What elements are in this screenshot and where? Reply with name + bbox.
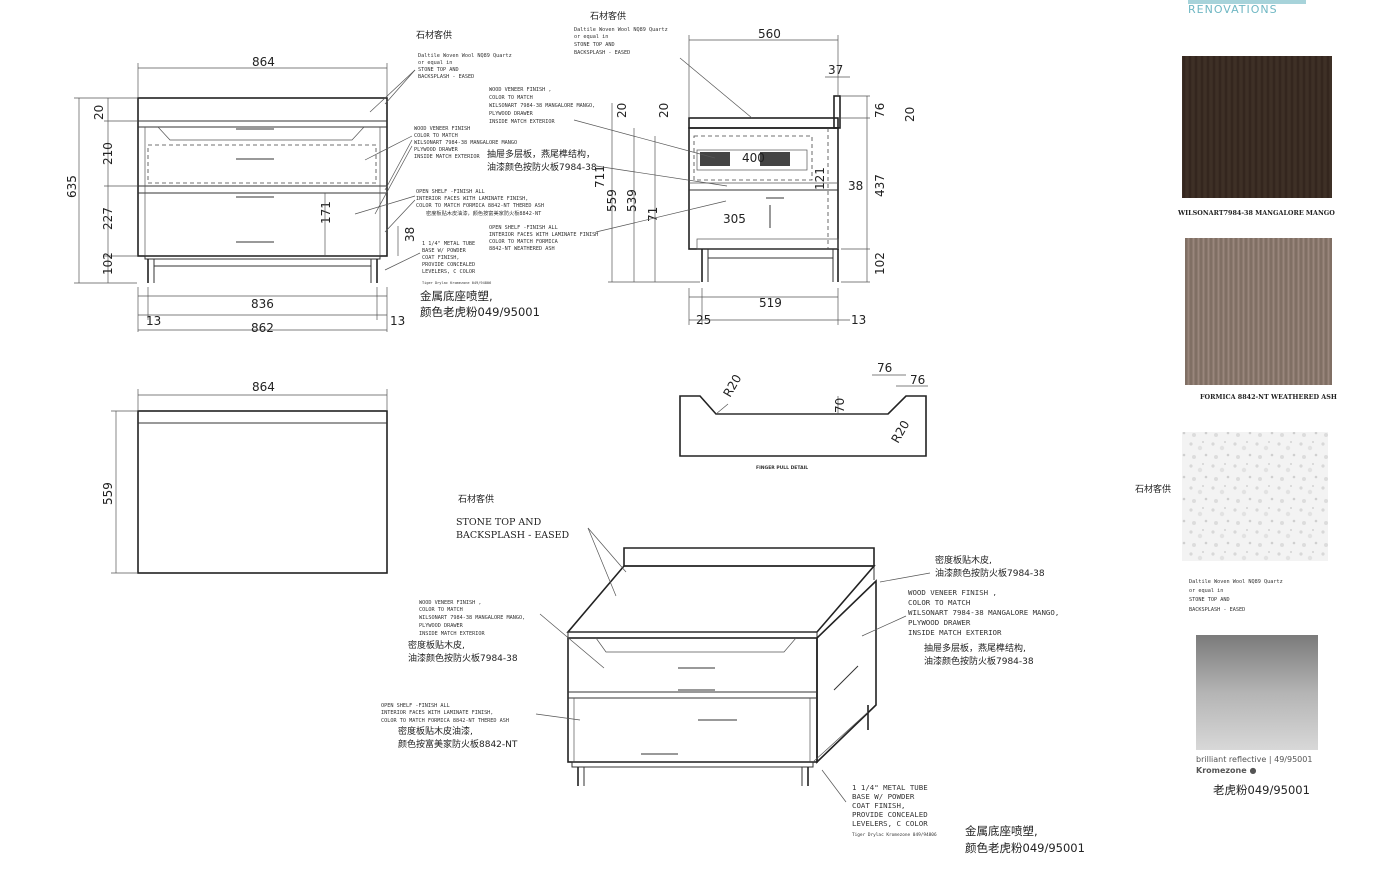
shelf-note-1: OPEN SHELF -FINISH ALL INTERIOR FACES WI… — [416, 189, 544, 209]
svg-text:560: 560 — [758, 27, 781, 41]
swatch-brand-1: brilliant reflective | 49/95001 — [1196, 755, 1312, 764]
svg-text:20: 20 — [657, 103, 671, 118]
svg-text:13: 13 — [390, 314, 405, 328]
front-view: 864 635 20 210 227 102 171 38 836 13 13 … — [65, 55, 421, 335]
svg-text:836: 836 — [251, 297, 274, 311]
isometric-notes: 石材客供 STONE TOP AND BACKSPLASH - EASED WO… — [381, 493, 1085, 855]
stone-note-1: Daltile Woven Wool NQ89 Quartz or equal … — [418, 53, 515, 80]
dim-front-width: 864 — [252, 55, 275, 69]
finger-pull-title: FINGER PULL DETAIL — [756, 465, 808, 471]
base-cn-2: 金属底座喷塑, 颜色老虎粉049/95001 — [965, 824, 1085, 855]
side-notes: 石材客供 Daltile Woven Wool NQ89 Quartz or e… — [487, 10, 671, 252]
svg-text:305: 305 — [723, 212, 746, 226]
svg-text:20: 20 — [903, 107, 917, 122]
svg-text:70: 70 — [833, 398, 847, 413]
svg-text:37: 37 — [828, 63, 843, 77]
swatch-label-3: Daltile Woven Wool NQ89 Quartz or equal … — [1189, 579, 1286, 613]
front-notes: 石材客供 Daltile Woven Wool NQ89 Quartz or e… — [414, 29, 544, 319]
wood-veneer-note-4: WOOD VENEER FINISH , COLOR TO MATCH WILS… — [908, 588, 1064, 637]
dim-front-height: 635 — [65, 175, 79, 198]
swatch-side-3: 石材客供 — [1135, 483, 1171, 495]
shelf-note-3: OPEN SHELF -FINISH ALL INTERIOR FACES WI… — [381, 703, 509, 724]
side-view: 560 37 76 20 437 102 20 711 559 539 20 7… — [573, 27, 917, 327]
top-view: 864 559 — [101, 380, 388, 574]
swatch-label-3-line-1: Daltile Woven Wool NQ89 Quartz — [1189, 579, 1283, 585]
swatch-chrome-powder — [1196, 635, 1318, 750]
svg-text:711: 711 — [593, 165, 607, 188]
svg-text:102: 102 — [101, 252, 115, 275]
stone-cn-label-2: 石材客供 — [590, 10, 626, 22]
shelf-cn-1: 密度板贴木皮油漆，颜色按富美家防火板8842-NT — [426, 209, 541, 217]
svg-text:121: 121 — [813, 167, 827, 190]
svg-text:210: 210 — [101, 142, 115, 165]
swatch-label-3-line-4: BACKSPLASH - EASED — [1189, 607, 1245, 613]
swatch-label-3-line-2: or equal in — [1189, 588, 1223, 594]
svg-text:171: 171 — [319, 201, 333, 224]
svg-text:13: 13 — [146, 314, 161, 328]
base-cn-1: 金属底座喷塑, 颜色老虎粉049/95001 — [420, 289, 540, 319]
svg-text:862: 862 — [251, 321, 274, 335]
base-note-2: 1 1/4" METAL TUBE BASE W/ POWDER COAT FI… — [852, 783, 937, 838]
svg-text:400: 400 — [742, 151, 765, 165]
wood-veneer-note-2: WOOD VENEER FINISH , COLOR TO MATCH WILS… — [489, 87, 598, 125]
swatch-weathered-ash — [1185, 238, 1332, 385]
svg-text:38: 38 — [403, 227, 417, 242]
svg-text:519: 519 — [759, 296, 782, 310]
stone-note-2: Daltile Woven Wool NQ89 Quartz or equal … — [574, 27, 671, 56]
wood-veneer-note-3: WOOD VENEER FINISH , COLOR TO MATCH WILS… — [419, 600, 528, 637]
brand-logo: RENOVATIONS — [1188, 0, 1306, 16]
shelf-note-2: OPEN SHELF -FINISH ALL INTERIOR FACES WI… — [489, 225, 601, 252]
svg-text:437: 437 — [873, 174, 887, 197]
drawer-cn-1: 抽屉多层板，燕尾榫结构， 油漆颜色按防火板7984-38 — [487, 148, 598, 173]
stone-cn-label-3: 石材客供 — [458, 493, 494, 505]
swatch-label-3-line-3: STONE TOP AND — [1189, 597, 1230, 603]
svg-text:13: 13 — [851, 313, 866, 327]
brand-text: RENOVATIONS — [1188, 3, 1278, 16]
svg-text:76: 76 — [873, 103, 887, 118]
svg-text:227: 227 — [101, 207, 115, 230]
finger-pull-detail: R20 R20 70 76 76 FINGER PULL DETAIL — [679, 361, 928, 471]
svg-text:76: 76 — [910, 373, 925, 387]
swatch-label-2: FORMICA 8842-NT WEATHERED ASH — [1200, 393, 1337, 401]
svg-text:76: 76 — [877, 361, 892, 375]
shelf-cn-3: 密度板贴木皮油漆, 颜色按富美家防火板8842-NT — [398, 725, 518, 750]
svg-text:864: 864 — [252, 380, 275, 394]
svg-text:539: 539 — [625, 189, 639, 212]
material-swatches: WILSONART7984-38 MANGALORE MANGO FORMICA… — [1135, 56, 1337, 797]
drawer-cn-2: 抽屉多层板，燕尾榫结构, 油漆颜色按防火板7984-38 — [924, 642, 1034, 667]
veneer-cn-1: 密度板贴木皮, 油漆颜色按防火板7984-38 — [408, 639, 518, 664]
svg-text:20: 20 — [615, 103, 629, 118]
svg-text:R20: R20 — [720, 372, 744, 399]
svg-text:102: 102 — [873, 252, 887, 275]
swatch-brand-2: Kromezone ● — [1196, 766, 1256, 775]
swatch-label-1: WILSONART7984-38 MANGALORE MANGO — [1177, 209, 1335, 217]
svg-text:71: 71 — [646, 207, 660, 222]
svg-text:559: 559 — [605, 189, 619, 212]
svg-text:38: 38 — [848, 179, 863, 193]
swatch-mangalore-mango — [1182, 56, 1332, 198]
svg-text:R20: R20 — [888, 418, 912, 445]
svg-text:20: 20 — [92, 105, 106, 120]
svg-text:559: 559 — [101, 482, 115, 505]
swatch-label-4: 老虎粉049/95001 — [1213, 783, 1310, 797]
isometric-view — [535, 527, 931, 803]
stone-note-3: STONE TOP AND BACKSPLASH - EASED — [456, 517, 570, 541]
stone-cn-label-1: 石材客供 — [416, 29, 452, 41]
wood-veneer-note-1: WOOD VENEER FINISH COLOR TO MATCH WILSON… — [414, 126, 520, 160]
swatch-quartz — [1182, 432, 1328, 561]
veneer-cn-2: 密度板贴木皮, 油漆颜色按防火板7984-38 — [935, 554, 1045, 579]
base-note-1: 1 1/4" METAL TUBE BASE W/ POWDER COAT FI… — [422, 241, 491, 285]
